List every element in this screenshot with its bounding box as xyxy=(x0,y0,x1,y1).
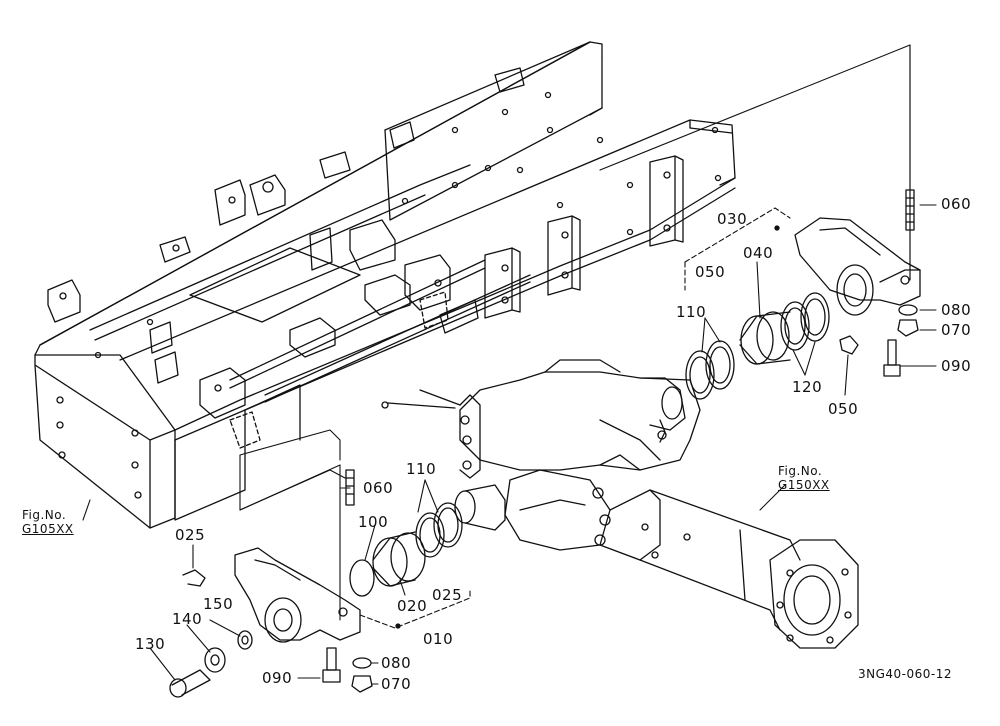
callout-140: 140 xyxy=(172,610,203,628)
fasteners xyxy=(169,189,919,698)
fig-ref-frame-code: G105XX xyxy=(22,521,74,536)
fig-ref-axle-prefix: Fig.No. xyxy=(778,464,823,478)
callout-130: 130 xyxy=(135,635,166,653)
document-code: 3NG40-060-12 xyxy=(858,667,953,681)
callout-050-upper: 050 xyxy=(695,263,726,281)
callout-060-upper: 060 xyxy=(941,195,972,213)
frame-assembly xyxy=(34,41,736,529)
callout-090-upper: 090 xyxy=(941,357,972,375)
front-pivot-bracket xyxy=(182,547,361,643)
callout-060-lower: 060 xyxy=(363,479,394,497)
callout-025-left: 025 xyxy=(175,526,206,544)
callout-080-lower: 080 xyxy=(381,654,412,672)
callout-110-lower: 110 xyxy=(406,460,437,478)
callout-080-upper: 080 xyxy=(941,301,972,319)
fig-ref-frame-prefix: Fig.No. xyxy=(22,508,67,522)
callout-090-lower: 090 xyxy=(262,669,293,687)
fig-ref-axle-code: G150XX xyxy=(778,477,830,492)
callout-025-right: 025 xyxy=(432,586,463,604)
rear-pivot-bracket xyxy=(794,217,921,316)
fig-ref-frame[interactable]: Fig.No. G105XX xyxy=(22,508,74,537)
group-brackets xyxy=(359,207,791,629)
callout-070-upper: 070 xyxy=(941,321,972,339)
callout-040: 040 xyxy=(743,244,774,262)
callout-120: 120 xyxy=(792,378,823,396)
callout-070-lower: 070 xyxy=(381,675,412,693)
fig-ref-axle[interactable]: Fig.No. G150XX xyxy=(778,464,830,493)
callout-150: 150 xyxy=(203,595,234,613)
front-axle-housing xyxy=(381,359,859,649)
front-bushings xyxy=(349,502,463,597)
callout-010: 010 xyxy=(423,630,454,648)
callout-100: 100 xyxy=(358,513,389,531)
callout-110-upper: 110 xyxy=(676,303,707,321)
callout-030: 030 xyxy=(717,210,748,228)
rear-bushings xyxy=(685,292,859,400)
callout-020: 020 xyxy=(397,597,428,615)
callout-leaders xyxy=(82,204,937,685)
alignment-leader-lower xyxy=(239,454,346,511)
callout-050-lower: 050 xyxy=(828,400,859,418)
